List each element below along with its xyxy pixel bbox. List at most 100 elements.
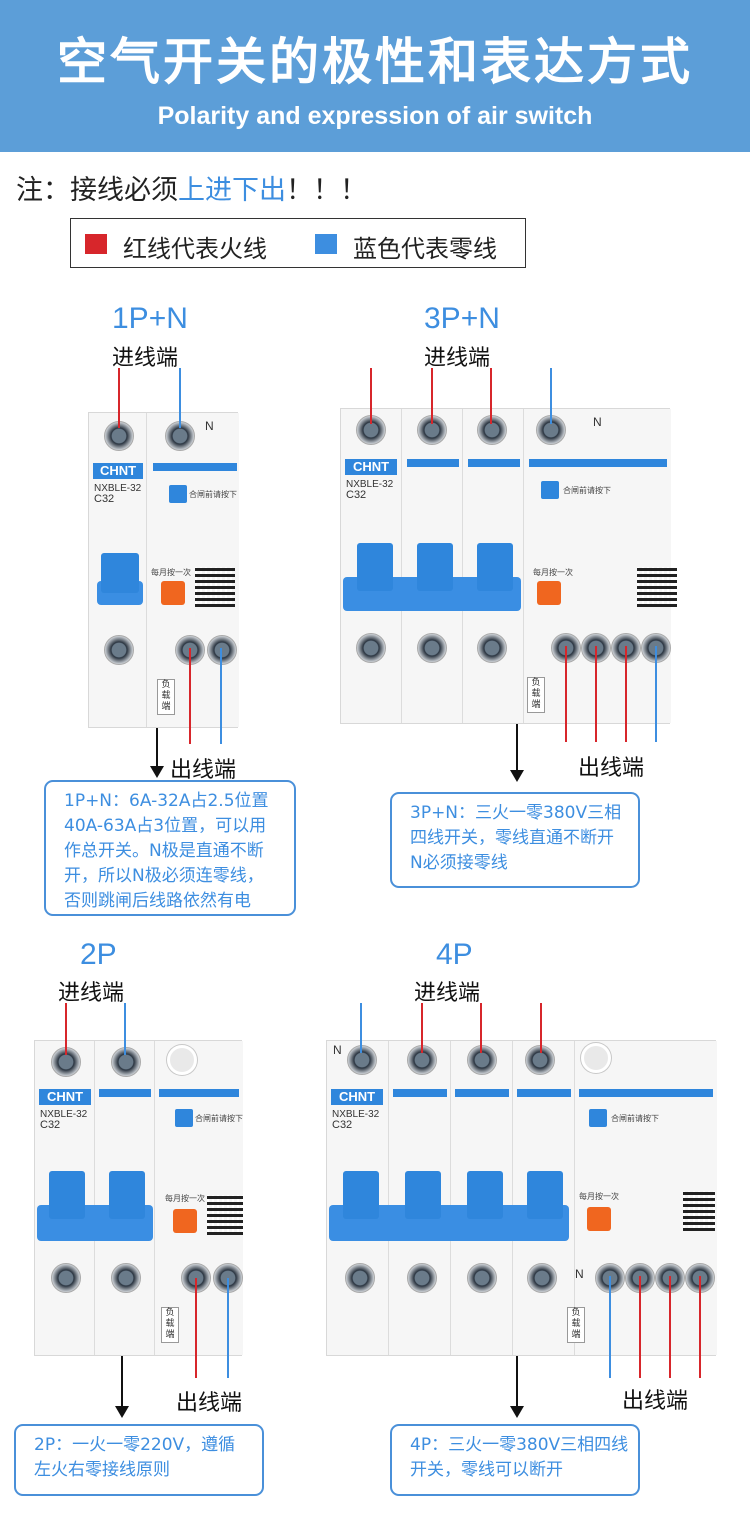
monthly-label: 每月按一次 [533, 568, 573, 577]
reset-button [169, 485, 187, 503]
n-mark: N [205, 419, 214, 433]
blue-swatch [315, 234, 337, 254]
breaker-2p: CHNT NXBLE-32 C32 合闸前请按下 每月按一次 负载端 [34, 1040, 243, 1356]
heading-1pn: 1P+N [112, 302, 188, 335]
screw-icon [356, 633, 386, 663]
desc-box-4p: 4P：三火一零380V三相四线 开关，零线可以断开 [390, 1424, 640, 1496]
screw-icon [104, 635, 134, 665]
heading-3pn: 3P+N [424, 302, 500, 335]
monthly-label: 每月按一次 [165, 1194, 205, 1203]
out-label-2p: 出线端 [176, 1391, 243, 1416]
out-label-3pn: 出线端 [578, 756, 645, 781]
qr-code [207, 1195, 243, 1235]
rating-label: C32 [332, 1119, 353, 1131]
brand-logo: CHNT [331, 1089, 383, 1105]
model-label: NXBLE-32 [40, 1109, 88, 1120]
test-button [537, 581, 561, 605]
toggle-lever [417, 543, 453, 591]
screw-icon [347, 1045, 377, 1075]
button-hint: 合闸前请按下 [189, 490, 237, 499]
brand-logo: CHNT [39, 1089, 91, 1105]
screw-icon [51, 1263, 81, 1293]
color-legend: 红线代表火线 蓝色代表零线 [70, 218, 526, 268]
qr-code [683, 1191, 715, 1231]
test-button [173, 1209, 197, 1233]
out-label-1pn: 出线端 [170, 758, 237, 783]
screw-icon [407, 1263, 437, 1293]
toggle-lever [467, 1171, 503, 1219]
heading-4p: 4P [436, 938, 473, 971]
breaker-4p: N CHNT NXBLE-32 C32 合闸前请按下 每月按一次 N 负载端 [326, 1040, 717, 1356]
blue-legend-label: 蓝色代表零线 [353, 235, 497, 263]
desc-line: 开关，零线可以断开 [410, 1460, 563, 1480]
toggle-lever [477, 543, 513, 591]
toggle-lever [101, 553, 139, 593]
wiring-note: 注：接线必须上进下出！！！ [16, 168, 367, 207]
button-hint: 合闸前请按下 [611, 1114, 659, 1123]
desc-line: 左火右零接线原则 [34, 1460, 170, 1480]
toggle-lever [49, 1171, 85, 1219]
desc-line: 3P+N：三火一零380V三相 [410, 803, 622, 823]
model-label: NXBLE-32 [332, 1109, 380, 1120]
screw-icon [467, 1045, 497, 1075]
load-tag: 负载端 [567, 1307, 585, 1343]
page-subtitle: Polarity and expression of air switch [157, 102, 593, 130]
desc-line: 否则跳闸后线路依然有电 [64, 891, 251, 911]
breaker-3pn: N CHNT NXBLE-32 C32 合闸前请按下 每月按一次 负载端 [340, 408, 677, 724]
in-label-4p: 进线端 [414, 981, 481, 1006]
load-tag: 负载端 [157, 679, 175, 715]
rating-label: C32 [346, 489, 367, 501]
desc-line: N必须接零线 [410, 853, 508, 873]
reset-button [541, 481, 559, 499]
button-hint: 合闸前请按下 [563, 486, 611, 495]
screw-icon [477, 415, 507, 445]
desc-line: 4P：三火一零380V三相四线 [410, 1435, 629, 1455]
screw-icon [111, 1263, 141, 1293]
blank-hole [167, 1045, 197, 1075]
note-prefix: 注：接线必须 [16, 175, 178, 206]
screw-icon [207, 635, 237, 665]
blank-hole [581, 1043, 611, 1073]
reset-button [589, 1109, 607, 1127]
desc-box-1pn: 1P+N：6A-32A占2.5位置 40A-63A占3位置，可以用 作总开关。N… [44, 780, 296, 916]
load-tag: 负载端 [161, 1307, 179, 1343]
note-highlight: 上进下出 [178, 175, 286, 206]
desc-box-2p: 2P：一火一零220V，遵循 左火右零接线原则 [14, 1424, 264, 1496]
screw-icon [467, 1263, 497, 1293]
monthly-label: 每月按一次 [151, 568, 191, 577]
brand-logo: CHNT [93, 463, 143, 479]
screw-icon [527, 1263, 557, 1293]
heading-2p: 2P [80, 938, 117, 971]
screw-icon [477, 633, 507, 663]
n-mark: N [575, 1267, 584, 1281]
breaker-1pn: N CHNT NXBLE-32 C32 合闸前请按下 每月按一次 负载端 [88, 412, 239, 728]
page-title: 空气开关的极性和表达方式 [57, 33, 693, 91]
out-label-4p: 出线端 [622, 1389, 689, 1414]
test-button [161, 581, 185, 605]
test-button [587, 1207, 611, 1231]
brand-logo: CHNT [345, 459, 397, 475]
reset-button [175, 1109, 193, 1127]
model-label: NXBLE-32 [346, 479, 394, 490]
desc-line: 四线开关，零线直通不断开 [410, 828, 614, 848]
n-mark: N [333, 1043, 342, 1057]
qr-code [195, 567, 235, 607]
header-banner: 空气开关的极性和表达方式 Polarity and expression of … [0, 0, 750, 152]
desc-line: 1P+N：6A-32A占2.5位置 [64, 791, 269, 811]
monthly-label: 每月按一次 [579, 1192, 619, 1201]
rating-label: C32 [40, 1119, 61, 1131]
note-suffix: ！！！ [286, 175, 367, 206]
toggle-lever [109, 1171, 145, 1219]
qr-code [637, 567, 677, 607]
toggle-lever [405, 1171, 441, 1219]
desc-line: 作总开关。N极是直通不断 [64, 841, 264, 861]
in-label-3pn: 进线端 [424, 346, 491, 371]
button-hint: 合闸前请按下 [195, 1114, 243, 1123]
toggle-lever [527, 1171, 563, 1219]
screw-icon [181, 1263, 211, 1293]
desc-box-3pn: 3P+N：三火一零380V三相 四线开关，零线直通不断开 N必须接零线 [390, 792, 640, 888]
in-label-2p: 进线端 [58, 981, 125, 1006]
desc-line: 40A-63A占3位置，可以用 [64, 816, 267, 836]
toggle-lever [343, 1171, 379, 1219]
toggle-lever [357, 543, 393, 591]
